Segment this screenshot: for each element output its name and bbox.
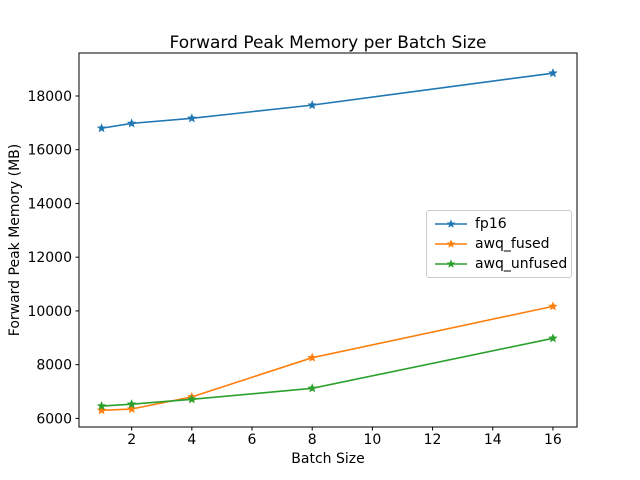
data-point-fp16	[307, 100, 317, 110]
data-point-awq_fused	[96, 405, 107, 415]
x-tick-label: 14	[484, 432, 502, 448]
y-tick-label: 16000	[27, 143, 72, 159]
x-tick-label: 2	[127, 432, 136, 448]
legend-star-icon	[446, 259, 456, 268]
y-tick-label: 18000	[27, 89, 72, 105]
x-tick-label: 16	[544, 432, 562, 448]
legend-marker-awq_unfused	[435, 259, 467, 268]
y-tick-label: 6000	[36, 411, 72, 427]
data-point-awq_unfused	[96, 401, 107, 411]
x-tick-label: 10	[363, 432, 381, 448]
data-point-awq_fused	[126, 404, 137, 414]
x-tick-label: 8	[308, 432, 317, 448]
x-tick-label: 12	[424, 432, 442, 448]
legend: fp16 awq_fused awq_unfused	[426, 210, 572, 278]
data-point-fp16	[548, 68, 558, 78]
legend-marker-fp16	[435, 219, 467, 228]
data-point-awq_fused	[548, 301, 558, 311]
axes-spines	[78, 52, 578, 428]
data-point-awq_unfused	[307, 383, 317, 393]
x-axis-label: Batch Size	[291, 451, 365, 467]
legend-entry-awq_unfused: awq_unfused	[427, 254, 571, 274]
y-axis-label: Forward Peak Memory (MB)	[7, 143, 24, 337]
legend-label: awq_fused	[475, 236, 550, 252]
data-point-awq_unfused	[126, 399, 137, 409]
x-tick-label: 6	[248, 432, 257, 448]
y-tick-label: 14000	[27, 196, 72, 212]
x-tick-label: 4	[187, 432, 196, 448]
chart-title: Forward Peak Memory per Batch Size	[169, 33, 487, 53]
legend-star-icon	[446, 219, 456, 228]
data-point-awq_unfused	[548, 333, 558, 343]
data-point-awq_unfused	[187, 394, 197, 404]
y-tick-label: 12000	[27, 250, 72, 266]
data-point-fp16	[126, 118, 137, 128]
y-tick-label: 10000	[27, 304, 72, 320]
y-tick-label: 8000	[36, 358, 72, 374]
legend-label: awq_unfused	[475, 256, 568, 272]
legend-star-icon	[446, 239, 456, 248]
data-point-awq_fused	[307, 352, 317, 362]
legend-entry-fp16: fp16	[427, 214, 571, 234]
legend-entry-awq_fused: awq_fused	[427, 234, 571, 254]
data-point-fp16	[187, 113, 197, 123]
legend-marker-awq_fused	[435, 239, 467, 248]
legend-label: fp16	[475, 216, 507, 232]
y-axis-label-wrap: Forward Peak Memory (MB)	[2, 53, 29, 427]
data-point-fp16	[96, 123, 107, 133]
